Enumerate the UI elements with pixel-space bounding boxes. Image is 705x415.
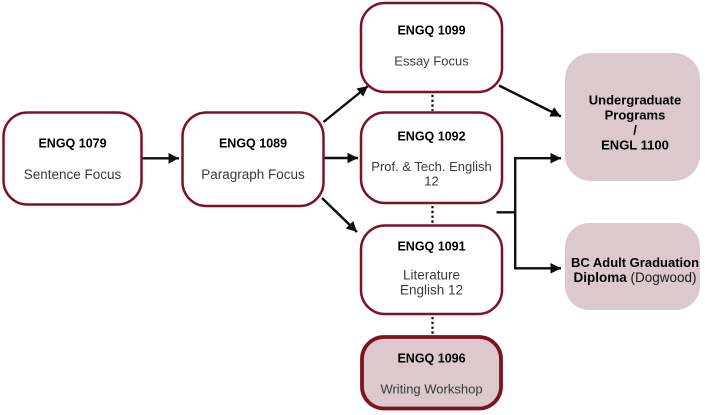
svg-text:Undergraduate: Undergraduate <box>589 93 681 108</box>
svg-text:ENGQ 1079: ENGQ 1079 <box>38 137 106 151</box>
svg-text:ENGQ 1099: ENGQ 1099 <box>397 24 465 38</box>
svg-text:ENGQ 1092: ENGQ 1092 <box>397 130 465 144</box>
svg-text:Programs: Programs <box>605 108 666 123</box>
svg-text:Literature: Literature <box>403 268 460 283</box>
svg-text:Essay Focus: Essay Focus <box>394 54 469 69</box>
svg-text:Writing Workshop: Writing Workshop <box>380 382 482 397</box>
svg-text:ENGQ 1091: ENGQ 1091 <box>397 240 465 254</box>
svg-text:Diploma (Dogwood): Diploma (Dogwood) <box>573 270 696 285</box>
svg-text:Prof. & Tech. English: Prof. & Tech. English <box>371 159 491 174</box>
svg-text:Paragraph Focus: Paragraph Focus <box>201 167 305 182</box>
svg-text:12: 12 <box>424 174 438 189</box>
svg-text:Sentence Focus: Sentence Focus <box>24 167 122 182</box>
svg-text:ENGL 1100: ENGL 1100 <box>601 138 669 153</box>
svg-text:ENGQ 1096: ENGQ 1096 <box>397 352 465 366</box>
svg-text:English 12: English 12 <box>400 283 463 298</box>
svg-text:ENGQ 1089: ENGQ 1089 <box>219 137 287 151</box>
svg-text:/: / <box>633 123 637 138</box>
svg-text:BC Adult Graduation: BC Adult Graduation <box>571 255 699 270</box>
